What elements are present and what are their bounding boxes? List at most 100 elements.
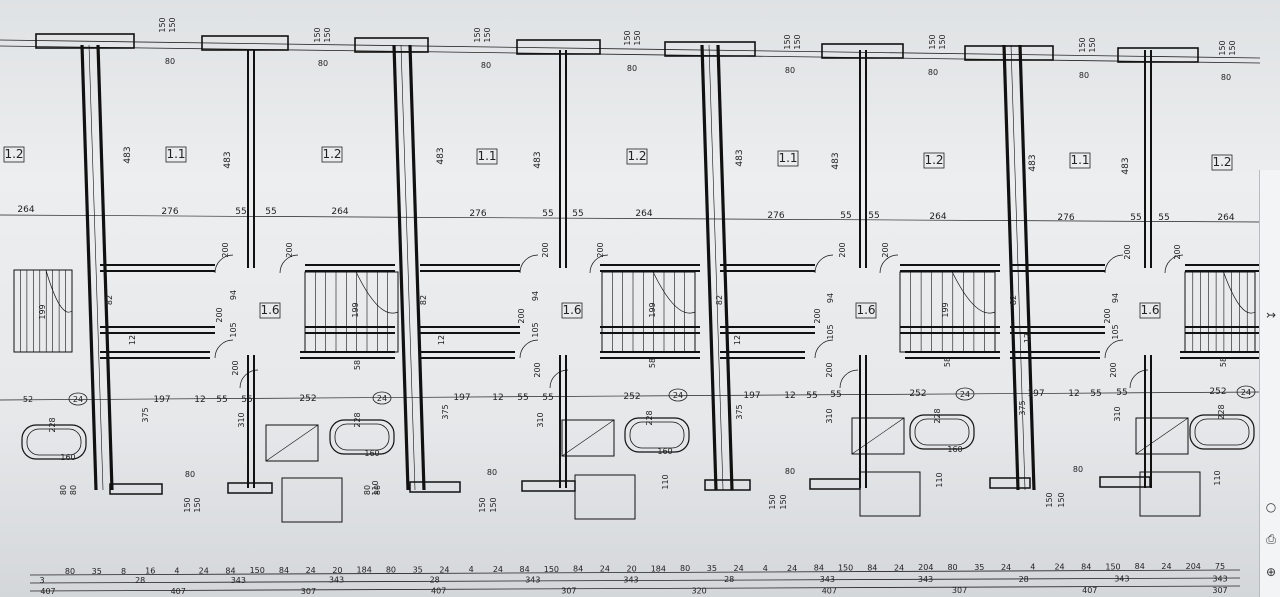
dim-94: 94	[229, 290, 238, 300]
dim-252: 252	[299, 394, 316, 404]
arrow-icon[interactable]: ↣	[1265, 308, 1277, 322]
dim-483: 483	[123, 146, 133, 163]
dim-200: 200	[541, 242, 550, 257]
dim-80: 80	[69, 485, 78, 495]
stair-winder	[355, 271, 399, 314]
room-label-1-2-box	[1211, 154, 1233, 171]
bottom-dim-row2: 343	[918, 575, 933, 584]
bathtub	[1189, 414, 1255, 450]
top-wall-cap	[1117, 47, 1199, 63]
dim-200: 200	[825, 362, 834, 377]
bottom-dim-row2: 28	[135, 576, 145, 585]
stair-winder	[951, 271, 996, 314]
bottom-dim-row2: 343	[820, 575, 835, 584]
bottom-dim-row2: 28	[724, 575, 734, 584]
dim-12: 12	[733, 335, 742, 345]
shower-tray	[265, 424, 319, 462]
party-wall-hatch	[1010, 44, 1026, 491]
dim-12: 12	[784, 391, 795, 401]
dim-375: 375	[441, 404, 450, 419]
bottom-dim-row3: 407	[822, 586, 837, 595]
party-wall	[96, 44, 114, 491]
dim-55: 55	[1090, 389, 1101, 399]
dim-483: 483	[1121, 157, 1131, 174]
bottom-dim-row1: 80	[386, 566, 396, 575]
dim-55: 55	[542, 393, 553, 403]
bottom-dim-row1: 150	[1105, 562, 1120, 571]
dim-228: 228	[48, 417, 57, 432]
bottom-dim-row1: 24	[1001, 563, 1011, 572]
top-wall-cap	[821, 43, 904, 59]
dim-80: 80	[165, 57, 175, 66]
bathtub	[909, 414, 975, 450]
dim-12: 12	[194, 395, 205, 405]
porch-step	[859, 471, 921, 517]
stair-winder	[45, 269, 73, 313]
bottom-dim-row1: 80	[680, 564, 690, 573]
print-icon[interactable]: ⎙	[1266, 532, 1276, 546]
dim-24: 24	[73, 395, 83, 404]
dim-483: 483	[223, 151, 233, 168]
dim-52: 52	[23, 395, 33, 404]
dim-80: 80	[318, 59, 328, 68]
dim-24: 24	[673, 391, 683, 400]
dim-12: 12	[437, 335, 446, 345]
dim-150: 150	[1045, 492, 1054, 507]
dim-200: 200	[881, 242, 890, 257]
dim-375: 375	[1018, 400, 1027, 415]
circle-icon[interactable]: ○	[1265, 500, 1277, 514]
bottom-dim-row3: 407	[171, 587, 186, 596]
bottom-dim-row1: 35	[92, 567, 102, 576]
dim-150: 150	[793, 34, 802, 49]
dim-55: 55	[572, 209, 583, 219]
dim-200: 200	[285, 242, 294, 257]
dim-55: 55	[235, 207, 246, 217]
bottom-dim-row1: 20	[627, 564, 637, 573]
bathtub-inner	[1194, 418, 1250, 446]
shower-tray	[851, 417, 905, 455]
dim-82: 82	[715, 295, 724, 305]
bottom-dim-row1: 24	[199, 566, 209, 575]
room-label-1-2: 1.2	[924, 153, 943, 167]
dim-80: 80	[373, 485, 382, 495]
room-label-1-1: 1.1	[477, 149, 496, 163]
bottom-dim-row2: 343	[525, 575, 540, 584]
dim-310: 310	[1113, 406, 1122, 421]
dim-24-circle	[372, 391, 392, 405]
dim-252: 252	[623, 392, 640, 402]
dim-55: 55	[517, 393, 528, 403]
dim-58: 58	[1219, 357, 1228, 367]
porch-step	[281, 477, 343, 523]
dim-24-circle	[955, 387, 975, 401]
bottom-dim-row3: 307	[952, 586, 967, 595]
door-swing	[519, 339, 539, 359]
bottom-dim-row2: 343	[623, 575, 638, 584]
bottom-dim-row1: 84	[867, 563, 877, 572]
bottom-dim-row1: 24	[734, 564, 744, 573]
zoom-in-icon[interactable]: ⊕	[1265, 565, 1277, 579]
dim-150: 150	[313, 27, 322, 42]
door-swing	[214, 254, 234, 274]
dim-58: 58	[648, 358, 657, 368]
dim-276: 276	[1057, 213, 1074, 223]
bottom-wall	[109, 483, 163, 495]
dim-150: 150	[633, 30, 642, 45]
dim-200: 200	[533, 362, 542, 377]
dim-200: 200	[596, 242, 605, 257]
bottom-dim-row1: 84	[573, 565, 583, 574]
bottom-wall	[704, 479, 751, 491]
door-swing	[839, 369, 859, 389]
room-label-1-1-box	[777, 150, 799, 167]
door-swing	[1104, 339, 1124, 359]
dim-264: 264	[635, 209, 652, 219]
dim-150: 150	[1088, 37, 1097, 52]
party-wall	[700, 44, 718, 491]
bottom-wall	[521, 480, 576, 492]
dim-55: 55	[265, 207, 276, 217]
bottom-wall	[809, 478, 861, 490]
party-wall-hatch	[400, 44, 416, 491]
dim-483: 483	[533, 151, 543, 168]
dim-12: 12	[1023, 333, 1032, 343]
bottom-dim-row1: 24	[1161, 562, 1171, 571]
bathtub	[329, 419, 395, 455]
